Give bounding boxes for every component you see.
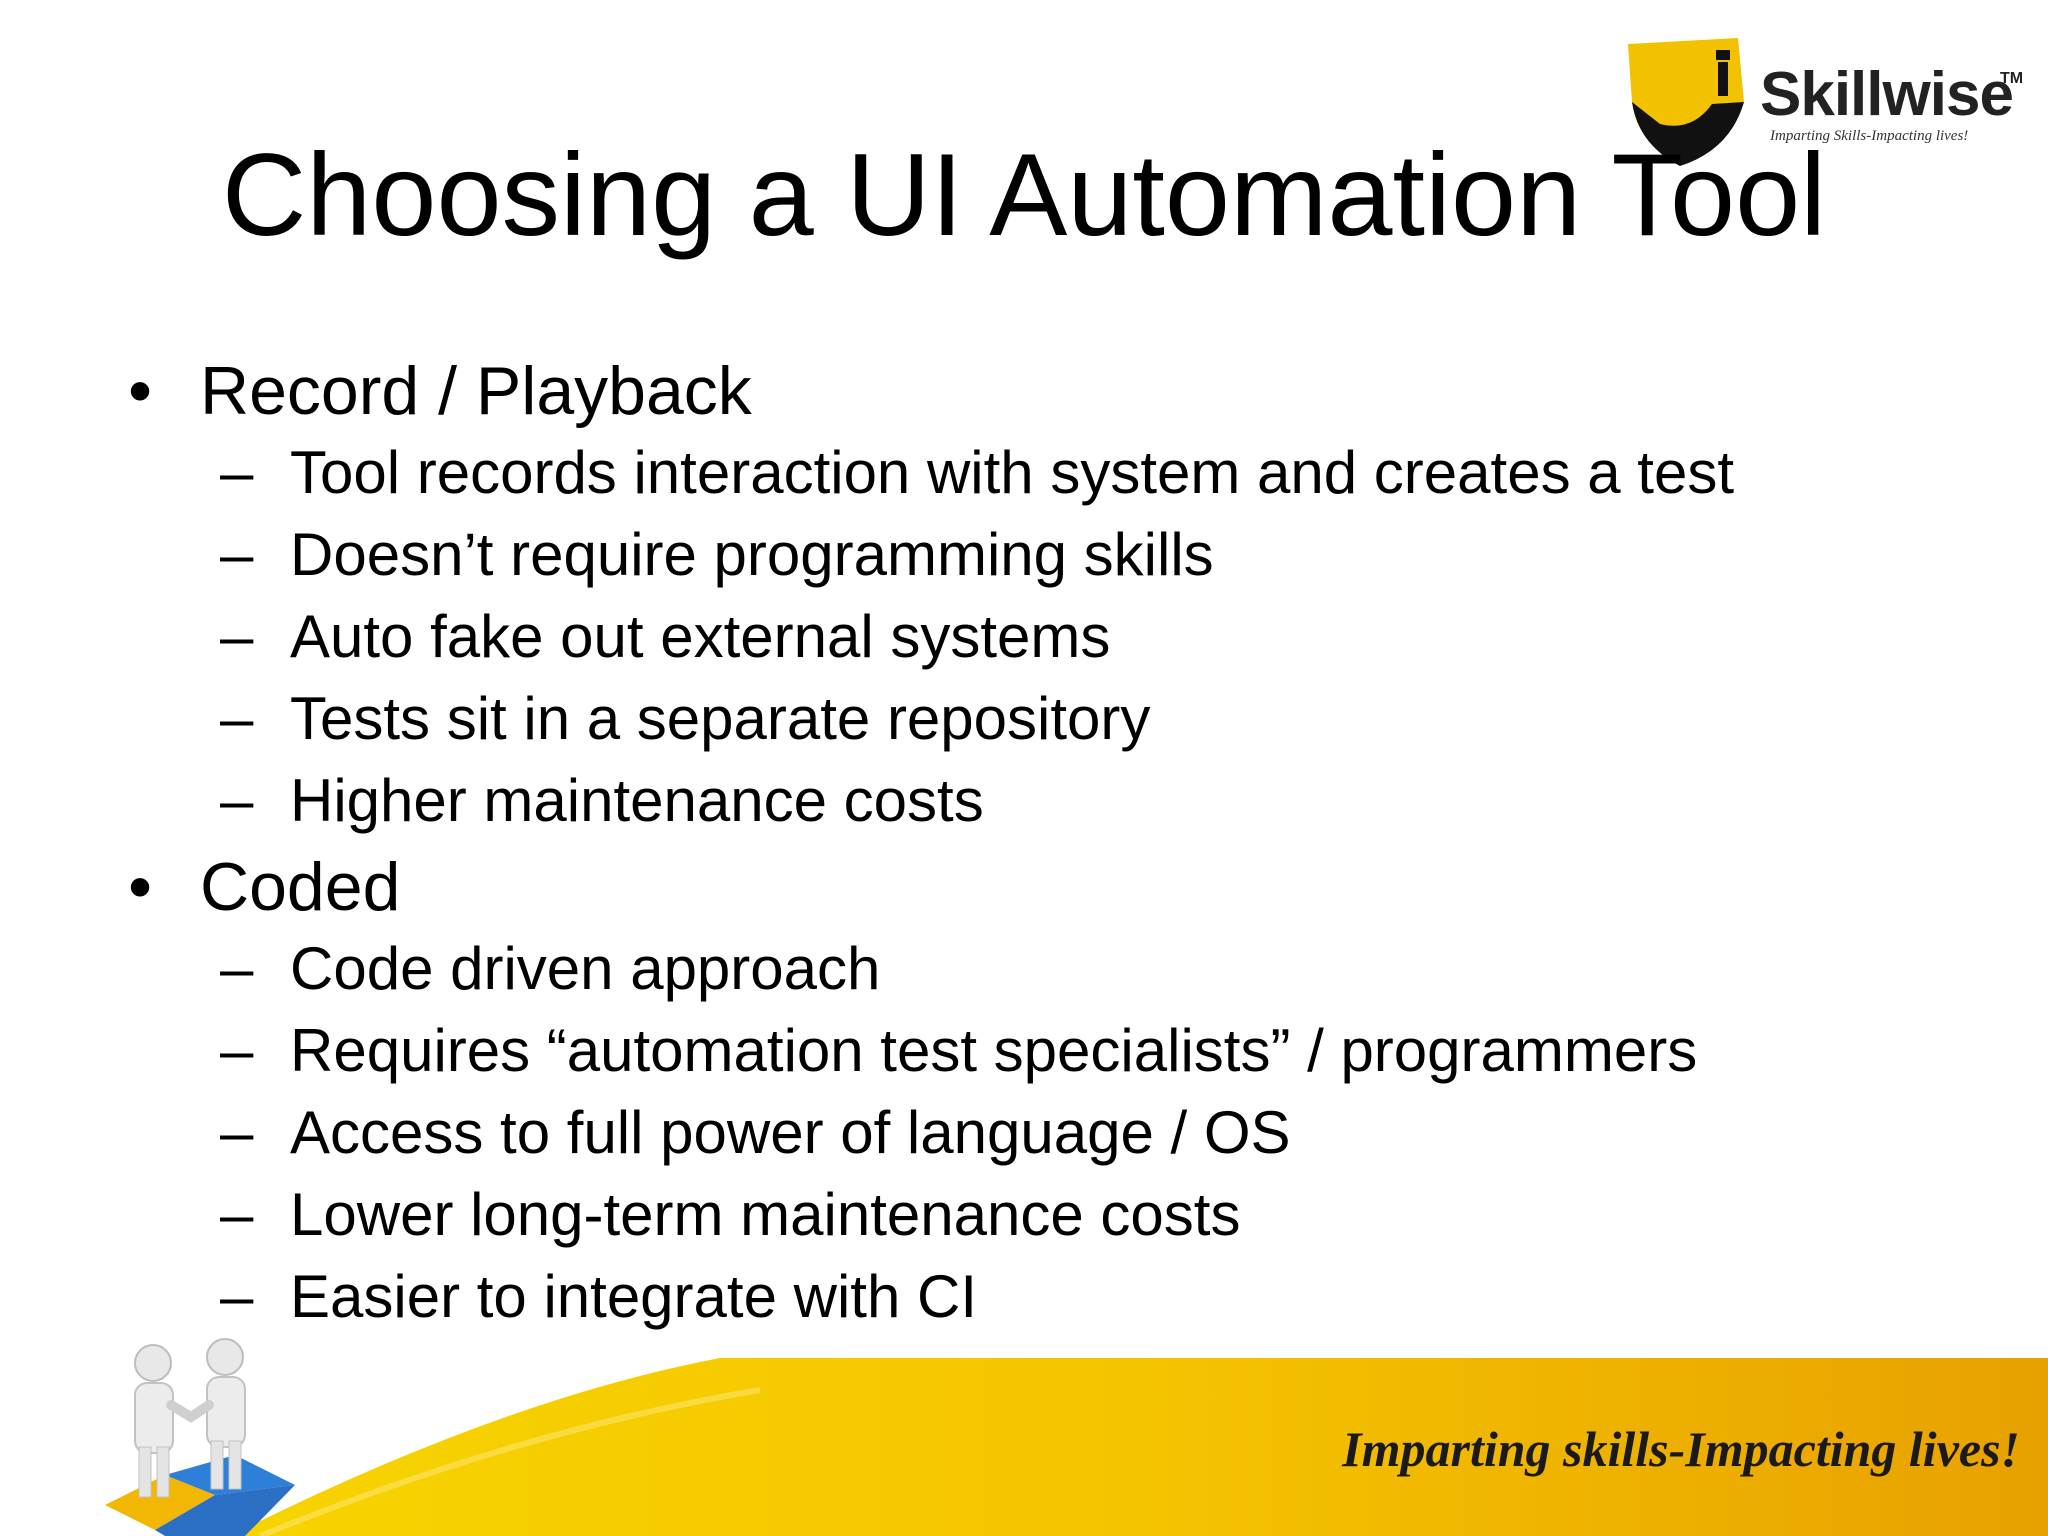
subbullet-text: Tests sit in a separate repository xyxy=(290,685,1151,752)
bullet-coded: • Coded xyxy=(120,846,2000,928)
subbullet-text: Lower long-term maintenance costs xyxy=(290,1181,1241,1248)
subbullet-text: Auto fake out external systems xyxy=(290,603,1111,670)
subbullet-text: Higher maintenance costs xyxy=(290,767,984,834)
shield-icon xyxy=(1628,38,1744,166)
dash-marker: – xyxy=(220,1017,254,1084)
logo-wordmark: Skillwise xyxy=(1760,60,2014,129)
dash-marker: – xyxy=(220,767,254,834)
subbullet: – Requires “automation test specialists”… xyxy=(120,1010,2000,1092)
subbullet: – Easier to integrate with CI xyxy=(120,1256,2000,1338)
subbullet-text: Access to full power of language / OS xyxy=(290,1099,1291,1166)
bullet-text: Record / Playback xyxy=(200,353,752,429)
subbullet-text: Requires “automation test specialists” /… xyxy=(290,1017,1698,1084)
subbullet: – Access to full power of language / OS xyxy=(120,1092,2000,1174)
handshake-puzzle-icon xyxy=(105,1338,295,1536)
subbullet-text: Tool records interaction with system and… xyxy=(290,439,1734,506)
dash-marker: – xyxy=(220,1181,254,1248)
bullet-text: Coded xyxy=(200,849,401,925)
dash-marker: – xyxy=(220,935,254,1002)
dash-marker: – xyxy=(220,685,254,752)
subbullet: – Tests sit in a separate repository xyxy=(120,678,2000,760)
subbullet: – Doesn’t require programming skills xyxy=(120,514,2000,596)
logo-tagline: Imparting Skills-Impacting lives! xyxy=(1770,128,1969,144)
slide-title: Choosing a UI Automation Tool xyxy=(221,129,1827,260)
skillwise-logo: Skillwise TM Imparting Skills-Impacting … xyxy=(1620,32,2024,172)
banner-shape xyxy=(230,1358,2048,1536)
subbullet: – Lower long-term maintenance costs xyxy=(120,1174,2000,1256)
dash-marker: – xyxy=(220,521,254,588)
subbullet-text: Doesn’t require programming skills xyxy=(290,521,1214,588)
dash-marker: – xyxy=(220,439,254,506)
subbullet-text: Easier to integrate with CI xyxy=(290,1263,977,1330)
bullet-marker: • xyxy=(128,849,152,925)
dash-marker: – xyxy=(220,1263,254,1330)
subbullet-text: Code driven approach xyxy=(290,935,881,1002)
footer-banner: Imparting skills-Impacting lives! xyxy=(0,1340,2048,1536)
bullet-marker: • xyxy=(128,353,152,429)
dash-marker: – xyxy=(220,1099,254,1166)
subbullet: – Auto fake out external systems xyxy=(120,596,2000,678)
subbullet: – Code driven approach xyxy=(120,928,2000,1010)
logo-trademark: TM xyxy=(2000,70,2024,87)
footer-tagline: Imparting skills-Impacting lives! xyxy=(1342,1421,2020,1477)
subbullet: – Tool records interaction with system a… xyxy=(120,432,2000,514)
subbullet: – Higher maintenance costs xyxy=(120,760,2000,842)
bullet-list: • Record / Playback – Tool records inter… xyxy=(120,350,2000,1338)
dash-marker: – xyxy=(220,603,254,670)
bullet-record-playback: • Record / Playback xyxy=(120,350,2000,432)
